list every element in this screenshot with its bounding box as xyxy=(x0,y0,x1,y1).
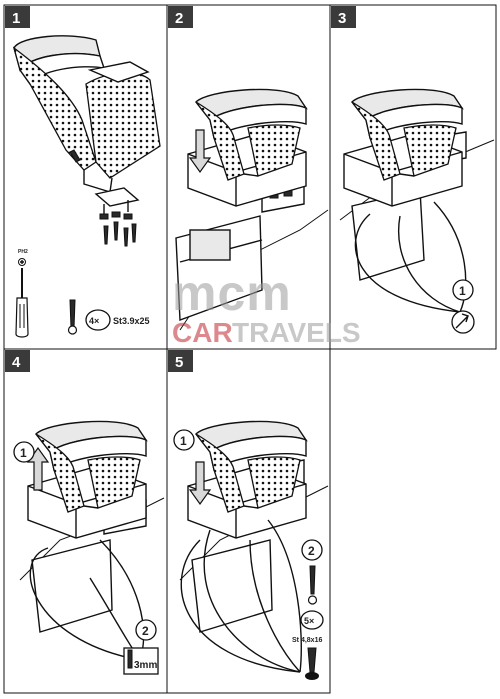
panel-4-callout-1: 1 xyxy=(20,446,27,460)
panel-5: 5 xyxy=(166,348,331,694)
panel-5-tab xyxy=(168,350,193,372)
panel-2-tab xyxy=(168,6,193,28)
callout-2-panel-4 xyxy=(135,619,157,641)
panel-5-callout-1: 1 xyxy=(180,434,187,448)
panel-3-number: 3 xyxy=(338,10,346,27)
drill-size: 3mm xyxy=(134,660,157,671)
panel-1-number: 1 xyxy=(12,10,20,27)
drill-icon: 3mm xyxy=(123,647,159,675)
panel-1-bracket-screws xyxy=(94,187,140,247)
panel-1-armrest-illustration xyxy=(12,35,161,193)
callout-1-panel-3 xyxy=(452,279,474,301)
panel-1-screw-spec: 4× St3.9x25 xyxy=(67,299,150,335)
panel-3-illustration: 1 xyxy=(339,88,495,334)
panel-4-number: 4 xyxy=(12,354,21,371)
panel-5-screw-spec: St 4,8x16 xyxy=(292,637,322,644)
screwdriver-label: PH2 xyxy=(18,249,28,255)
mcm-car-travels-watermark: mcm CAR TRAVELS xyxy=(172,265,361,348)
watermark-travels: TRAVELS xyxy=(232,317,361,348)
panel-5-screw-icon xyxy=(309,565,316,595)
callout-1-panel-5 xyxy=(173,429,195,451)
panel-4-tab xyxy=(5,350,30,372)
panel-3-tab xyxy=(331,6,356,28)
screwdriver-icon: PH2 xyxy=(15,249,29,338)
panel-3: 3 xyxy=(329,4,497,350)
panel-3-callout-1: 1 xyxy=(459,284,466,298)
screw-icon xyxy=(69,299,76,329)
screw-spec: St3.9x25 xyxy=(113,316,150,326)
panel-5-illustration: 1 2 5× St 4,8x16 xyxy=(173,420,329,680)
panel-4: 4 xyxy=(3,348,168,694)
screw-count: 4× xyxy=(89,316,99,326)
watermark-car: CAR xyxy=(172,317,233,348)
panel-4-callout-2: 2 xyxy=(142,624,149,638)
callout-1-panel-4 xyxy=(13,441,35,463)
panel-4-illustration: 1 2 3mm xyxy=(13,420,165,675)
panel-2-illustration xyxy=(175,88,329,331)
callout-2-panel-5 xyxy=(301,539,323,561)
panel-5-number: 5 xyxy=(175,354,183,371)
watermark-logo: mcm xyxy=(172,265,292,321)
panel-1-tab xyxy=(5,6,30,28)
pry-tool-icon xyxy=(451,310,475,334)
panel-5-callout-2: 2 xyxy=(308,544,315,558)
panel-5-screw-count: 5× xyxy=(304,616,314,626)
panel-2-number: 2 xyxy=(175,10,183,27)
